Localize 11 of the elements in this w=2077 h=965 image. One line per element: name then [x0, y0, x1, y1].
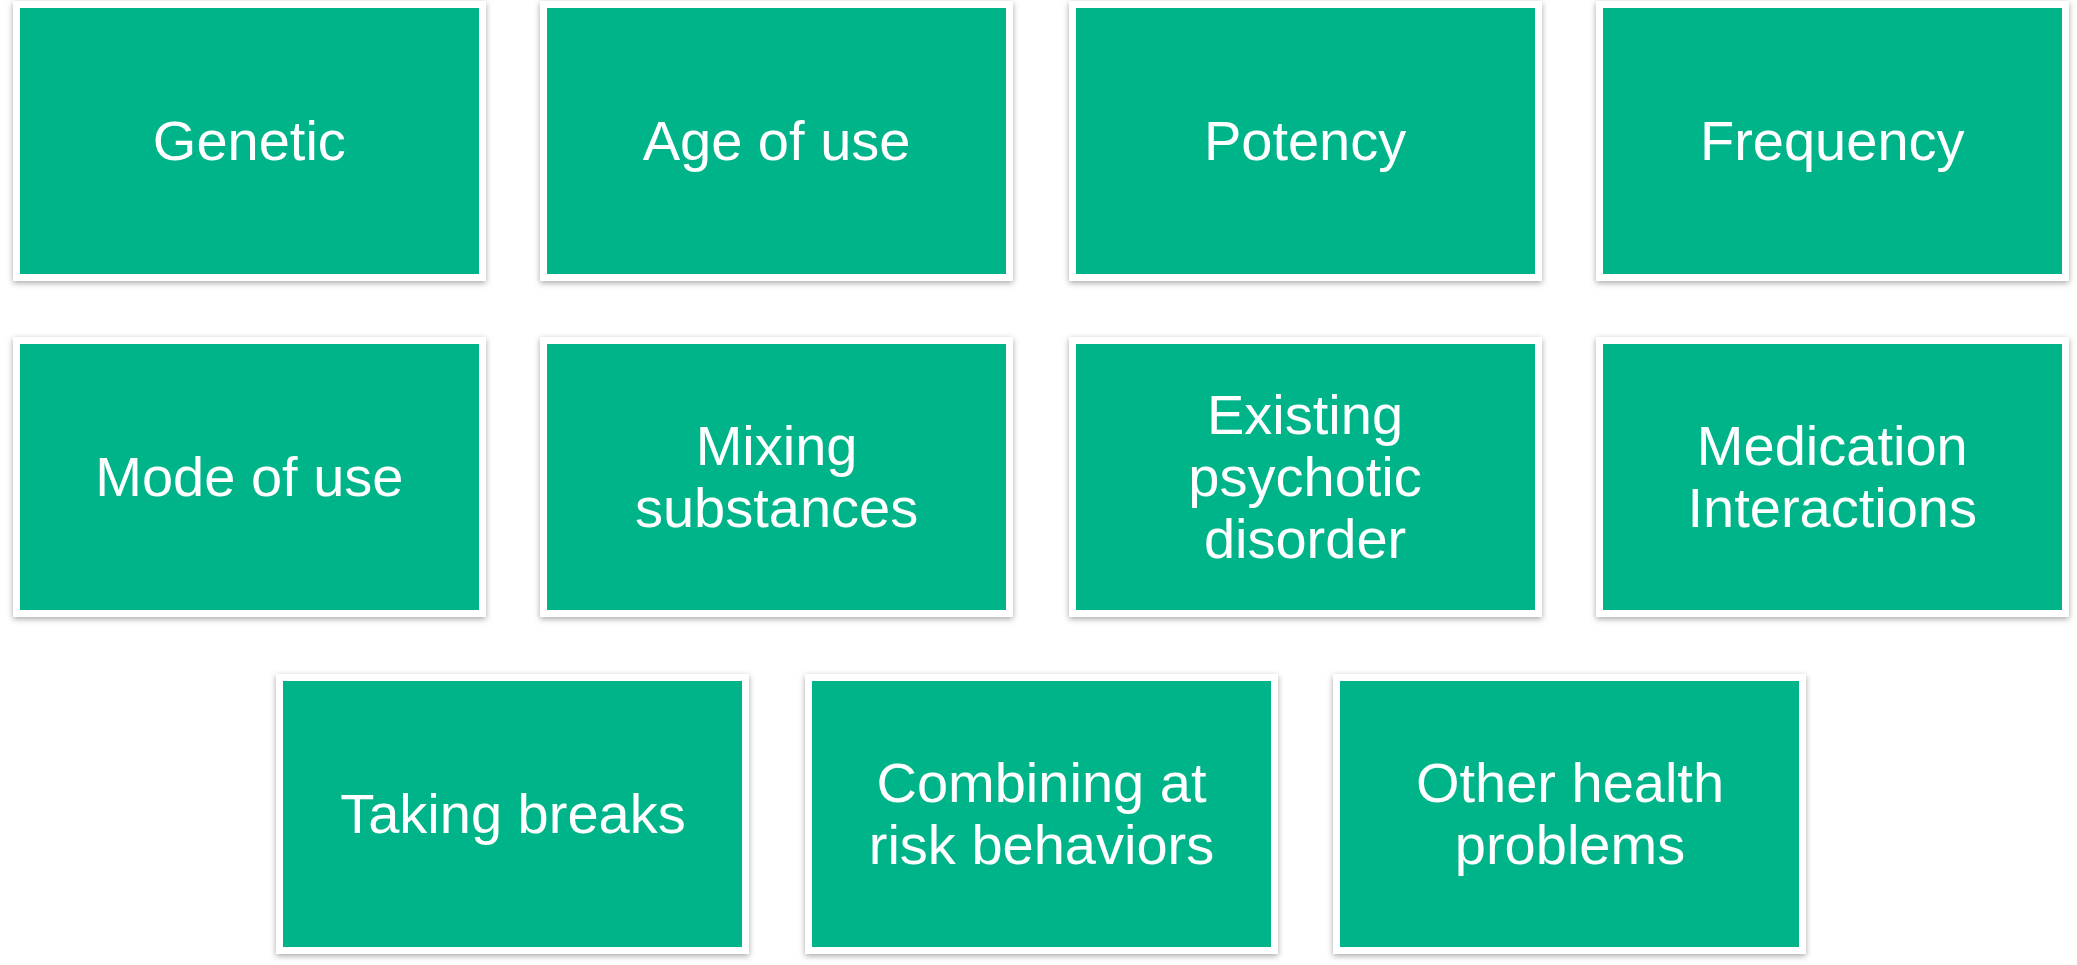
- factor-label: Taking breaks: [339, 782, 687, 845]
- factor-label: Genetic: [151, 109, 347, 172]
- factor-label: Age of use: [641, 109, 912, 172]
- factor-label: Existing psychotic disorder: [1187, 384, 1423, 571]
- factor-label: Potency: [1202, 109, 1408, 172]
- factor-label: Medication Interactions: [1686, 415, 1978, 540]
- factor-label: Other health problems: [1414, 751, 1726, 876]
- factor-label: Frequency: [1698, 109, 1966, 172]
- factor-label: Combining at risk behaviors: [867, 751, 1216, 876]
- factor-label: Mode of use: [94, 446, 405, 509]
- factor-label: Mixing substances: [633, 415, 920, 540]
